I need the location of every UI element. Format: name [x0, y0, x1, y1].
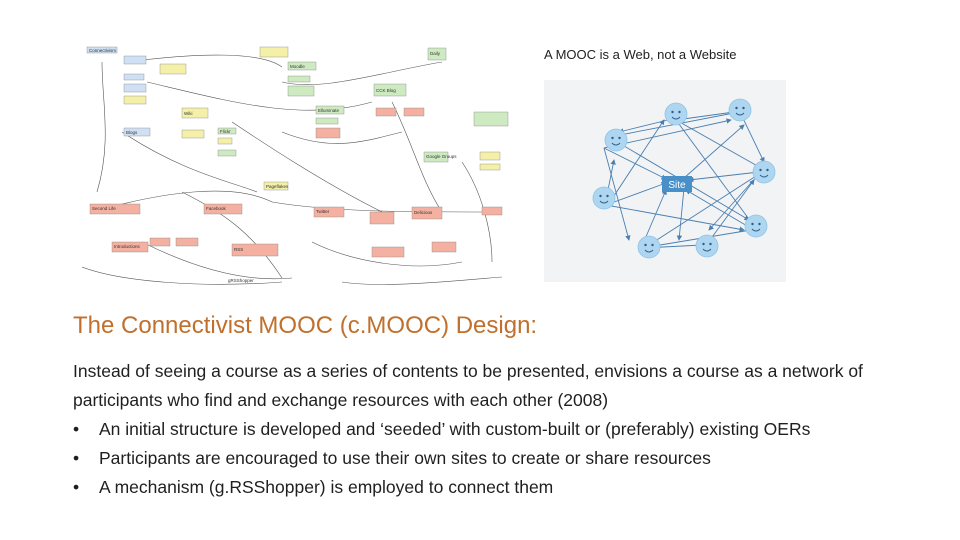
mooc-network-figure: Site: [544, 80, 786, 282]
diagram-svg: Connectivism Daily Moodle CCK Blog Ellum…: [81, 46, 509, 285]
bullet-dot: •: [73, 477, 80, 497]
bullet-dot: •: [73, 419, 80, 439]
svg-text:gRSShopper: gRSShopper: [228, 278, 254, 283]
svg-text:Delicious: Delicious: [414, 210, 433, 215]
network-figure-caption: A MOOC is a Web, not a Website: [544, 47, 737, 62]
bullet-item: • Participants are encouraged to use thei…: [73, 444, 953, 473]
bullet-item: • A mechanism (g.RSShopper) is employed t…: [73, 473, 953, 502]
bullet-list: • An initial structure is developed and ‘…: [73, 415, 953, 502]
bullet-dot: •: [73, 448, 80, 468]
svg-text:Blogs: Blogs: [126, 130, 138, 135]
slide-body: Instead of seeing a course as a series o…: [73, 357, 953, 502]
intro-paragraph: Instead of seeing a course as a series o…: [73, 361, 863, 410]
cmooc-design-diagram: Connectivism Daily Moodle CCK Blog Ellum…: [81, 42, 518, 288]
svg-text:CCK Blog: CCK Blog: [376, 88, 396, 93]
svg-text:Twitter: Twitter: [316, 209, 330, 214]
svg-text:Second Life: Second Life: [92, 206, 116, 211]
bullet-text: An initial structure is developed and ‘s…: [99, 419, 811, 439]
bullet-text: Participants are encouraged to use their…: [99, 448, 711, 468]
site-hub: [662, 176, 692, 192]
svg-text:Pageflakes: Pageflakes: [266, 184, 289, 189]
svg-text:Google Groups: Google Groups: [426, 154, 457, 159]
svg-text:Daily: Daily: [430, 51, 441, 56]
svg-text:Elluminate: Elluminate: [318, 108, 340, 113]
bullet-item: • An initial structure is developed and ‘…: [73, 415, 953, 444]
svg-text:Wiki: Wiki: [184, 111, 193, 116]
svg-text:Facebook: Facebook: [206, 206, 227, 211]
svg-text:Introductions: Introductions: [114, 244, 141, 249]
participant-faces: [592, 98, 776, 259]
network-svg: Site: [592, 98, 776, 259]
site-hub-label: Site: [668, 180, 686, 191]
svg-text:Connectivism: Connectivism: [89, 48, 116, 53]
svg-text:Flickr: Flickr: [220, 129, 231, 134]
svg-text:Moodle: Moodle: [290, 64, 305, 69]
bullet-text: A mechanism (g.RSShopper) is employed to…: [99, 477, 554, 497]
svg-text:RSS: RSS: [234, 247, 243, 252]
slide-title: The Connectivist MOOC (c.MOOC) Design:: [73, 312, 538, 339]
